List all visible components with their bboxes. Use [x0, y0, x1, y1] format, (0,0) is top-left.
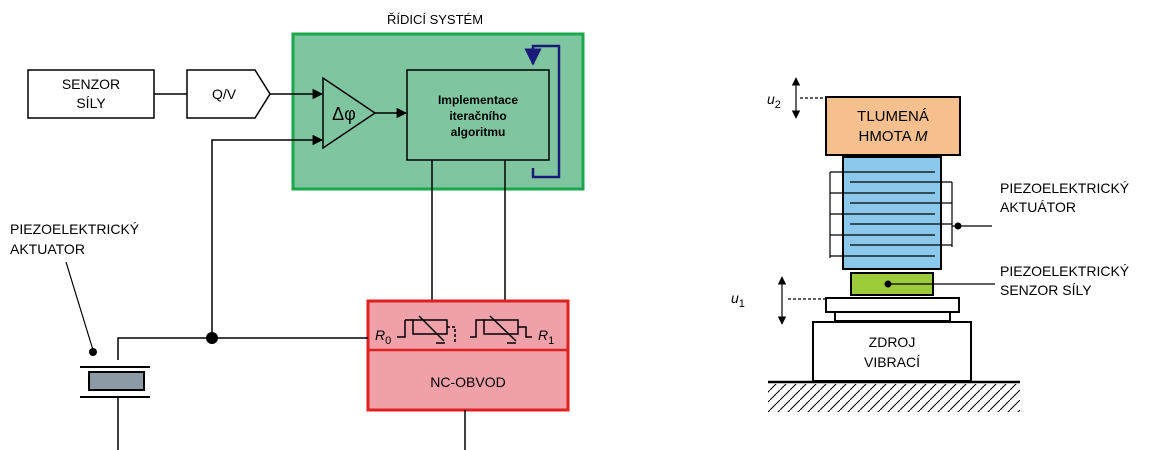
phase-detector-label: Δφ — [332, 104, 356, 124]
force-sensor-label-2: SÍLY — [76, 95, 106, 111]
nc-circuit-label: NC-OBVOD — [430, 374, 505, 390]
nc-circuit-box — [366, 299, 570, 412]
sensor-label-2: SENZOR SÍLY — [1000, 282, 1092, 298]
feedback-loop — [524, 44, 561, 179]
junction-node — [206, 332, 218, 344]
u2-label: u2 — [767, 91, 781, 111]
vibration-source-block — [812, 321, 972, 382]
resistor-r1-symbol — [470, 315, 532, 344]
actuator-label-2: AKTUATOR — [10, 241, 85, 257]
stack-label-2: AKTUÁTOR — [1000, 199, 1076, 215]
actuator-leader-line — [65, 261, 94, 351]
vibration-source-label-1: ZDROJ — [869, 334, 916, 350]
resistor-r0-symbol — [397, 315, 456, 344]
wire-actuator-nc — [117, 337, 368, 360]
damped-mass-label-1: TLUMENÁ — [857, 108, 929, 125]
damped-mass-block — [825, 96, 961, 156]
actuator-label-1: PIEZOELEKTRICKÝ — [10, 221, 140, 237]
damped-mass-label-2: HMOTA M — [859, 128, 928, 145]
sensor-label-1: PIEZOELEKTRICKÝ — [1000, 263, 1130, 279]
force-sensor-label-1: SENZOR — [62, 76, 120, 92]
phase-detector-block — [322, 76, 377, 150]
charge-voltage-converter — [186, 69, 271, 119]
vibration-source-label-2: VIBRACÍ — [864, 354, 920, 370]
piezo-stack-electrodes — [829, 171, 953, 258]
stack-label-1: PIEZOELEKTRICKÝ — [1000, 180, 1130, 196]
vibration-plate-base — [834, 311, 951, 322]
algorithm-label-3: algoritmu — [451, 125, 506, 139]
left-block-diagram: ŘÍDICÍ SYSTÉM SENZOR SÍLY Q/V Δφ Impleme… — [10, 12, 585, 450]
vibration-plate — [825, 297, 960, 313]
control-system-title: ŘÍDICÍ SYSTÉM — [387, 12, 483, 27]
ground-hatch — [768, 384, 1020, 412]
algorithm-block — [406, 69, 550, 161]
algorithm-label-2: iteračního — [449, 109, 506, 123]
converter-label: Q/V — [212, 86, 237, 102]
stack-leader-dot — [954, 222, 962, 230]
resistor-r1-label: R1 — [538, 327, 554, 347]
u1-label: u1 — [731, 290, 745, 310]
wire-actuator-feedback — [211, 134, 324, 338]
piezo-stack-block — [842, 156, 942, 270]
right-mechanical-diagram: u2 TLUMENÁ HMOTA M PIEZOELEKTRICKÝ — [731, 77, 1130, 412]
force-sensor-box — [27, 69, 155, 119]
resistor-r0-label: R0 — [375, 327, 391, 347]
actuator-leader-dot — [89, 348, 97, 356]
piezo-actuator-symbol — [80, 366, 150, 450]
algorithm-label-1: Implementace — [438, 93, 518, 107]
